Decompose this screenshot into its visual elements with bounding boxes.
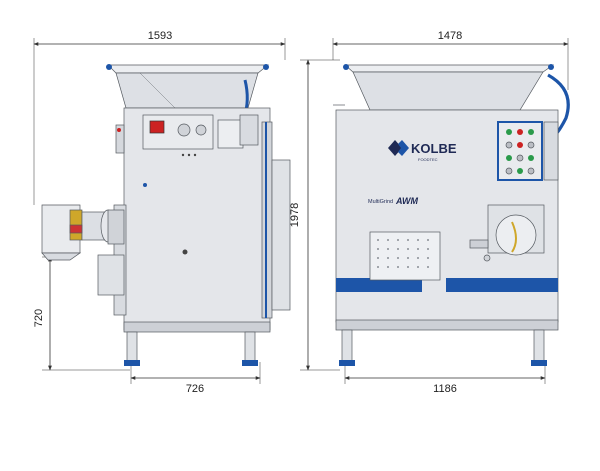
logo-sub: FOODTEC (418, 157, 438, 162)
model-prefix: MultiGrind (368, 199, 393, 205)
dimension-lines (33, 38, 569, 384)
dim-width-front: 1478 (438, 30, 462, 42)
grid-holes (377, 239, 429, 268)
dim-height-outlet: 720 (33, 309, 45, 327)
model-suffix: AWM (395, 196, 418, 206)
side-view (41, 64, 291, 366)
logo-text: KOLBE (411, 141, 457, 156)
dim-leg-span-front: 1186 (433, 383, 457, 395)
front-view (333, 64, 570, 366)
dim-height-total: 1978 (289, 203, 301, 227)
dim-leg-span-side: 726 (186, 383, 204, 395)
dim-width-side: 1593 (148, 30, 172, 42)
